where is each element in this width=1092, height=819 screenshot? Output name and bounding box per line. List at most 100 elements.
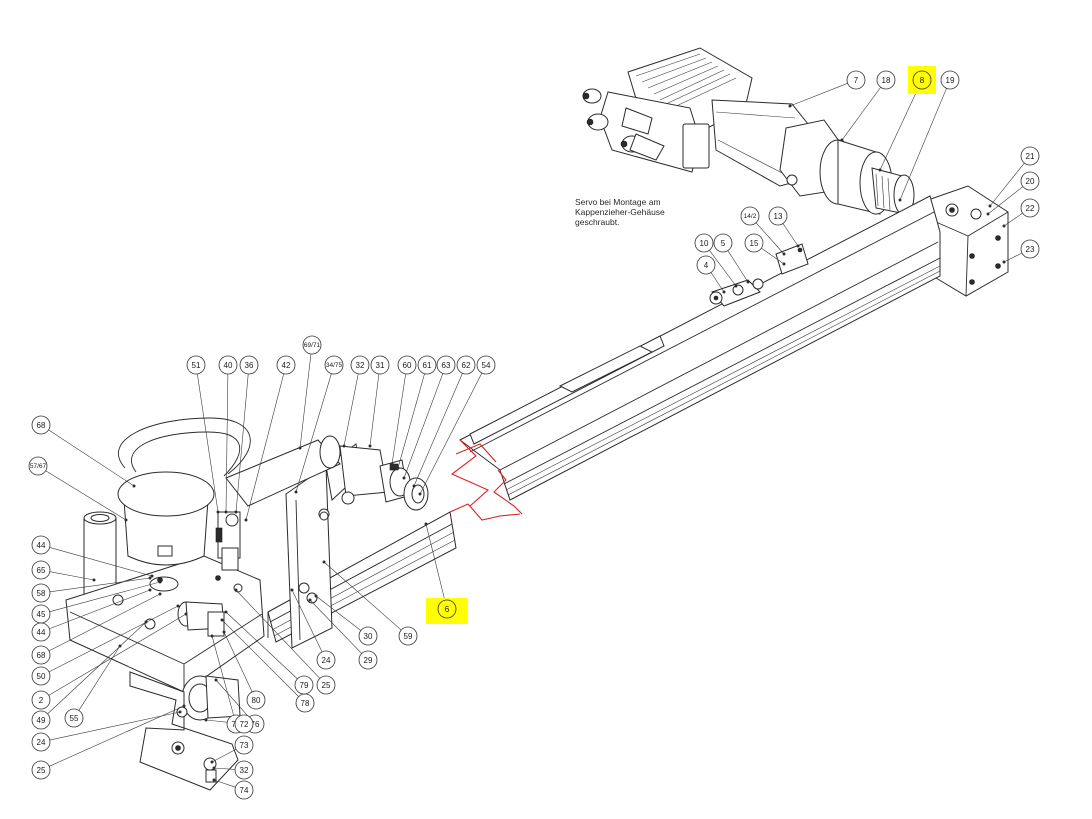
- callout-circle: [31, 710, 51, 730]
- callout-circle: [234, 735, 254, 755]
- leader-line: [213, 779, 236, 788]
- leader-line: [403, 373, 444, 479]
- callout-78: 78: [295, 693, 315, 713]
- leader-line: [709, 250, 737, 287]
- callout-label: 24: [37, 738, 46, 747]
- callout-label: 61: [423, 361, 432, 370]
- leader-tip: [390, 462, 394, 466]
- callout-circle: [31, 415, 51, 435]
- leader-line: [49, 581, 161, 612]
- callout-label: 51: [192, 361, 201, 370]
- callout-circle: [397, 355, 417, 375]
- leader-line: [49, 547, 153, 577]
- servo-mounting-note: Servo bei Montage am Kappenzieher-Gehäus…: [575, 197, 667, 227]
- callout-circle: [1020, 198, 1040, 218]
- leader-tip: [322, 560, 326, 564]
- leader-line: [211, 748, 237, 763]
- callout-circle: [456, 355, 476, 375]
- leader-line: [211, 635, 234, 716]
- callout-circle: [846, 70, 866, 90]
- leader-line: [221, 619, 299, 697]
- leader-tip: [298, 446, 302, 450]
- leader-tip: [412, 484, 416, 488]
- callout-36: 36: [239, 355, 259, 375]
- leader-tip: [144, 620, 148, 624]
- callout-7: 7: [846, 70, 866, 90]
- leader-line: [49, 705, 185, 767]
- gripper-assembly: [65, 417, 429, 791]
- leader-line: [343, 373, 359, 447]
- callout-label: 21: [1026, 152, 1035, 161]
- leader-line: [323, 561, 402, 631]
- leader-line: [215, 679, 250, 718]
- callout-circle: [417, 355, 437, 375]
- callout-label: 20: [1026, 177, 1035, 186]
- callout-circle: [186, 355, 206, 375]
- callout-label: 40: [224, 361, 233, 370]
- callout-label: 50: [37, 672, 46, 681]
- callout-circle: [239, 355, 259, 375]
- leader-tip: [782, 252, 786, 256]
- callout-50: 50: [31, 666, 51, 686]
- callout-62: 62: [456, 355, 476, 375]
- leader-line: [879, 88, 919, 171]
- leader-tip: [204, 718, 208, 722]
- callout-51: 51: [186, 355, 206, 375]
- leader-tip: [1002, 224, 1006, 228]
- leader-line: [45, 470, 127, 521]
- leader-line: [309, 599, 362, 654]
- leader-tip: [722, 290, 726, 294]
- callout-label: 80: [252, 696, 261, 705]
- leader-tip: [148, 576, 152, 580]
- callout-circle: [31, 760, 51, 780]
- callout-circle: [276, 355, 296, 375]
- callout-42: 42: [276, 355, 296, 375]
- leader-tip: [158, 592, 162, 596]
- callout-49: 49: [31, 710, 51, 730]
- callout-label: 55: [70, 714, 79, 723]
- leader-line: [761, 247, 785, 265]
- callout-label: 36: [245, 361, 254, 370]
- callout-circle: [436, 355, 456, 375]
- callout-34-75: 34/75: [324, 355, 344, 375]
- callout-label: 68: [37, 651, 46, 660]
- callout-circle: [358, 650, 378, 670]
- leader-tip: [424, 522, 428, 526]
- callout-circle: [476, 355, 496, 375]
- callout-10: 10: [694, 233, 714, 253]
- leader-tip: [222, 630, 226, 634]
- callout-label: 73: [240, 741, 249, 750]
- callout-circle: [370, 355, 390, 375]
- callout-label: 13: [774, 212, 783, 221]
- leader-line: [47, 621, 147, 715]
- leader-tip: [898, 198, 902, 202]
- leader-tip: [418, 492, 422, 496]
- callout-14-2: 14/2: [740, 206, 760, 226]
- callout-circle: [218, 355, 238, 375]
- callout-68: 68: [31, 415, 51, 435]
- leader-tip: [182, 704, 186, 708]
- callout-circle: [713, 233, 733, 253]
- leader-tip: [986, 212, 990, 216]
- callout-circle: [31, 560, 51, 580]
- callout-69-71: 69/71: [302, 335, 322, 355]
- callout-5: 5: [713, 233, 733, 253]
- callout-circle: [350, 355, 370, 375]
- leader-line: [419, 372, 483, 495]
- callout-circle: [31, 690, 51, 710]
- leader-line: [78, 645, 121, 711]
- leader-tip: [158, 580, 162, 584]
- leader-line: [841, 87, 881, 141]
- leader-tip: [118, 644, 122, 648]
- callout-73: 73: [234, 735, 254, 755]
- callout-circle: [398, 626, 418, 646]
- leader-line: [48, 613, 187, 696]
- callout-label: 31: [376, 361, 385, 370]
- callout-40: 40: [218, 355, 238, 375]
- leader-tip: [224, 610, 228, 614]
- callout-circle: [437, 599, 457, 619]
- leader-line: [291, 589, 323, 653]
- callout-57-67: 57/67: [28, 456, 48, 476]
- callout-circle: [1020, 146, 1040, 166]
- callout-label: 76: [251, 720, 260, 729]
